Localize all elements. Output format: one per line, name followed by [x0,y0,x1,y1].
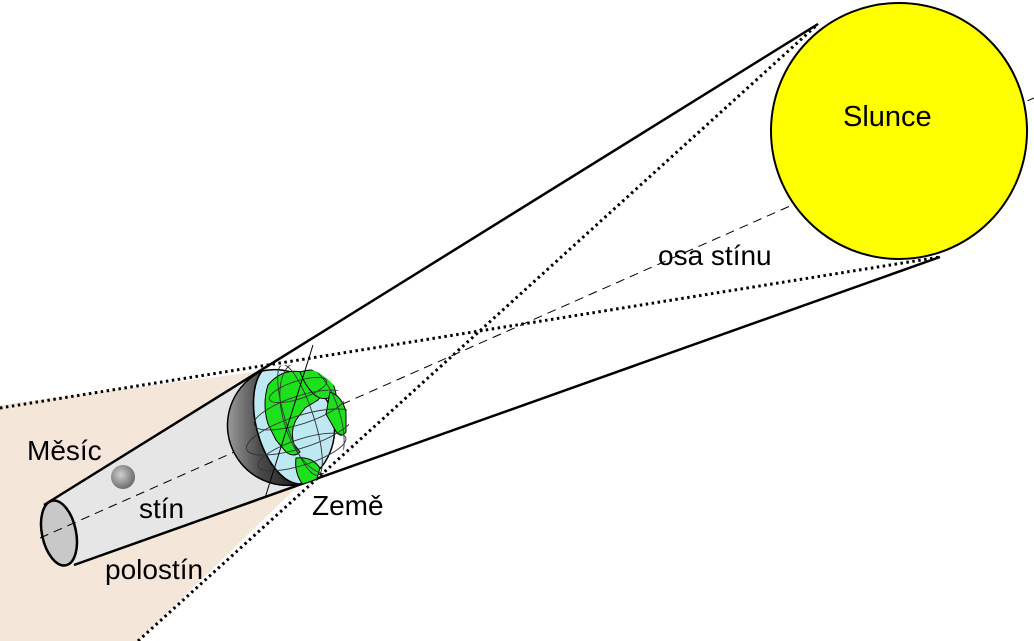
penumbra-tangent-lower [136,22,820,641]
sun-label: Slunce [843,101,932,133]
sun [770,2,1028,260]
umbra-label: stín [139,493,184,524]
penumbra-label: polostín [105,554,203,585]
earth-label: Země [312,490,384,521]
penumbra-tangent-upper [0,255,941,410]
umbra-tangent-upper [43,22,819,507]
land-europe [325,391,347,436]
shadow-axis-label: osa stínu [658,240,772,271]
moon [111,465,135,489]
umbra-tangent-lower [73,255,941,567]
earth [226,344,349,499]
earth-rotation-axis [264,344,314,499]
moon-label: Měsíc [27,435,102,466]
